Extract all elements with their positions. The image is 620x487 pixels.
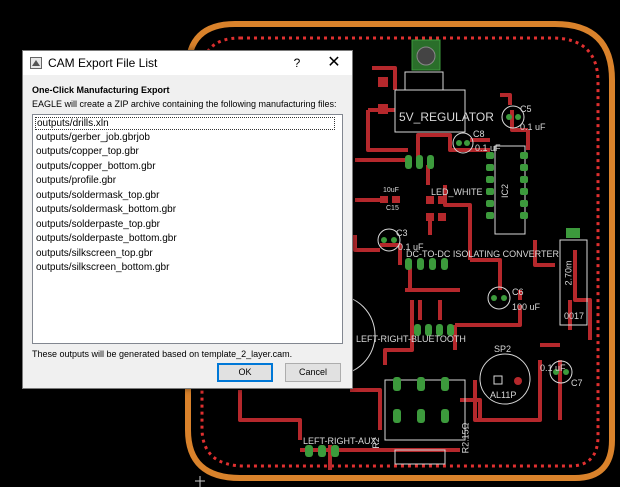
regulator-tab [404, 71, 444, 91]
regulator-mount-hole [416, 46, 436, 66]
c8-label: C8 [473, 129, 485, 139]
c8-value: 0.1 uF [475, 143, 501, 153]
dialog-description: EAGLE will create a ZIP archive containi… [32, 99, 337, 109]
cam-export-dialog: CAM Export File List ? ✕ One-Click Manuf… [22, 50, 353, 389]
file-list-item[interactable]: outputs/soldermask_bottom.gbr [36, 204, 177, 215]
pad-red-2 [378, 104, 388, 114]
converter-label: DC-TO-DC ISOLATING CONVERTER [406, 249, 560, 259]
speaker-pad-right [514, 377, 522, 385]
ic2-label: IC2 [500, 183, 511, 199]
resistor-pad-top [566, 228, 580, 238]
ic2-pins [486, 152, 528, 219]
c3-value: 0.1 uF [398, 242, 424, 252]
led-pad-4 [438, 213, 446, 221]
c15-pad-1 [380, 196, 388, 203]
bluetooth-label: LEFT-RIGHT-BLUETOOTH [356, 334, 466, 344]
dialog-footer-note: These outputs will be generated based on… [32, 349, 293, 359]
pad-red-1 [378, 77, 388, 87]
c6-label: C6 [512, 287, 524, 297]
file-list-item[interactable]: outputs/profile.gbr [36, 175, 117, 186]
aux-label: LEFT-RIGHT-AUX [303, 436, 377, 446]
copper-traces [238, 66, 592, 470]
r2-value: R2.15Ω [460, 422, 471, 454]
connector-pins [393, 377, 449, 423]
file-list-item[interactable]: outputs/silkscreen_bottom.gbr [36, 262, 170, 273]
regulator-pins [405, 155, 434, 169]
c15-label: C15 [386, 205, 399, 212]
file-list-item[interactable]: outputs/solderpaste_bottom.gbr [36, 233, 177, 244]
c5-label: C5 [520, 104, 532, 114]
resistor-body [559, 239, 588, 326]
c15-pad-2 [392, 196, 400, 203]
help-button[interactable]: ? [293, 56, 301, 70]
c7-label: C7 [571, 378, 583, 388]
capacitor-pads [381, 114, 569, 375]
cancel-button[interactable]: Cancel [285, 363, 341, 382]
sp2-label: SP2 [494, 344, 512, 354]
resistor-code: 0017 [564, 311, 585, 321]
regulator-label: 5V_REGULATOR [399, 110, 494, 124]
eagle-app-icon [30, 57, 42, 69]
file-list-item[interactable]: outputs/soldermask_top.gbr [36, 190, 160, 201]
file-list-item[interactable]: outputs/silkscreen_top.gbr [36, 248, 153, 259]
led-pad-2 [438, 196, 446, 204]
c5-value: 0.1 uF [520, 122, 546, 132]
file-list-item[interactable]: outputs/gerber_job.gbrjob [36, 132, 150, 143]
file-list-item[interactable]: outputs/copper_top.gbr [36, 146, 139, 157]
speaker-label: AL11P [490, 390, 517, 400]
c15-value: 10uF [383, 187, 399, 194]
board-keepout-dashed [200, 36, 600, 468]
file-list-item[interactable]: outputs/copper_bottom.gbr [36, 161, 156, 172]
c7-value: 0.1 uF [540, 363, 566, 373]
ok-button[interactable]: OK [217, 363, 273, 382]
resistor-value: 2.70m [563, 260, 574, 286]
dialog-titlebar[interactable]: CAM Export File List ? ✕ [23, 51, 352, 75]
close-icon[interactable]: ✕ [327, 54, 341, 71]
file-list[interactable]: outputs/drills.xln outputs/gerber_job.gb… [32, 114, 343, 344]
converter-pins [405, 258, 448, 270]
led-pad-1 [426, 196, 434, 204]
cursor-crosshair [195, 476, 205, 487]
dialog-heading: One-Click Manufacturing Export [32, 85, 170, 95]
led-pad-3 [426, 213, 434, 221]
r2-label: R2 [370, 437, 381, 449]
aux-jack [394, 449, 446, 465]
speaker-pad-left [493, 375, 503, 385]
file-list-item[interactable]: outputs/drills.xln [35, 117, 335, 130]
c3-label: C3 [396, 228, 408, 238]
aux-pins [305, 445, 339, 457]
c6-value: 100 uF [512, 302, 541, 312]
bluetooth-pins [414, 324, 454, 336]
dialog-title: CAM Export File List [48, 56, 158, 70]
file-list-item[interactable]: outputs/solderpaste_top.gbr [36, 219, 160, 230]
led-label: LED_WHITE [431, 187, 483, 197]
